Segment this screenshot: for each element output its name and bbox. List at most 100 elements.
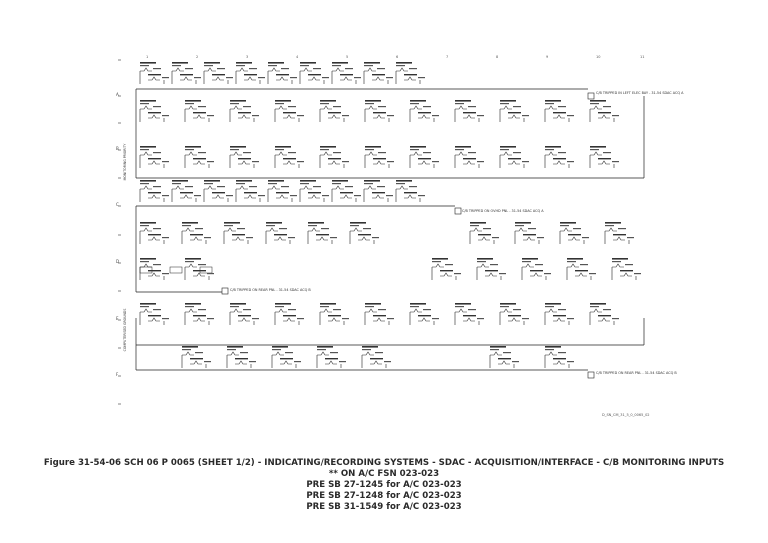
circuit-breaker bbox=[331, 62, 361, 84]
circuit-breaker bbox=[521, 258, 551, 280]
circuit-breaker bbox=[316, 346, 346, 368]
circuit-breaker bbox=[604, 222, 634, 244]
circuit-breaker bbox=[566, 258, 596, 280]
callouts: C/B TRIPPED IN LEFT ELEC BAY - 31-54 SDA… bbox=[230, 91, 684, 375]
figure-caption-title: Figure 31-54-06 SCH 06 P 0065 (SHEET 1/2… bbox=[43, 458, 725, 468]
circuit-breaker bbox=[226, 346, 256, 368]
left-label-bottom: COMPUTERISED GROUNDS bbox=[123, 309, 127, 352]
circuit-breaker bbox=[184, 303, 214, 325]
circuit-breaker bbox=[544, 346, 574, 368]
drawing-reference: D_SN_CM_31_5_0_0065_02 bbox=[602, 413, 650, 417]
circuit-breaker bbox=[544, 146, 574, 168]
circuit-breaker-rows bbox=[139, 62, 641, 368]
column-number: 1 bbox=[146, 55, 148, 59]
circuit-breaker bbox=[267, 180, 297, 202]
callout-label: C/B TRIPPED IN LEFT ELEC BAY - 31-54 SDA… bbox=[596, 91, 684, 95]
circuit-breaker bbox=[274, 100, 304, 122]
circuit-breaker bbox=[361, 346, 391, 368]
circuit-breaker bbox=[489, 346, 519, 368]
circuit-breaker bbox=[139, 100, 169, 122]
circuit-breaker bbox=[223, 222, 253, 244]
circuit-breaker bbox=[611, 258, 641, 280]
circuit-breaker bbox=[203, 62, 233, 84]
figure-caption-sb-1: PRE SB 27-1245 for A/C 023-023 bbox=[306, 480, 462, 490]
column-number: 10 bbox=[596, 55, 600, 59]
row-letter: C bbox=[116, 202, 119, 207]
circuit-breaker bbox=[319, 303, 349, 325]
column-ruler: 1 2 3 4 5 6 7 8 9 10 11 bbox=[146, 55, 644, 59]
circuit-breaker bbox=[589, 146, 619, 168]
circuit-breaker bbox=[171, 180, 201, 202]
column-number: 8 bbox=[496, 55, 498, 59]
circuit-breaker bbox=[235, 180, 265, 202]
circuit-breaker bbox=[181, 222, 211, 244]
circuit-breaker bbox=[307, 222, 337, 244]
circuit-breaker bbox=[454, 100, 484, 122]
circuit-breaker bbox=[139, 146, 169, 168]
circuit-breaker bbox=[171, 62, 201, 84]
circuit-breaker bbox=[363, 180, 393, 202]
row-letter: E bbox=[116, 316, 119, 321]
circuit-breaker bbox=[299, 180, 329, 202]
circuit-breaker bbox=[184, 146, 214, 168]
column-number: 5 bbox=[346, 55, 348, 59]
row-letter: D bbox=[116, 259, 119, 264]
circuit-breaker bbox=[267, 62, 297, 84]
row-letters: A B C D E F bbox=[116, 92, 119, 377]
circuit-breaker bbox=[431, 258, 461, 280]
circuit-breaker bbox=[265, 222, 295, 244]
column-number: 3 bbox=[246, 55, 248, 59]
left-label-top: MONITORING PRIORITY bbox=[123, 144, 127, 181]
circuit-breaker bbox=[469, 222, 499, 244]
circuit-breaker bbox=[589, 303, 619, 325]
circuit-breaker bbox=[319, 100, 349, 122]
wiring bbox=[118, 59, 645, 405]
circuit-breaker bbox=[235, 62, 265, 84]
circuit-breaker bbox=[499, 303, 529, 325]
circuit-breaker bbox=[559, 222, 589, 244]
column-number: 9 bbox=[546, 55, 548, 59]
circuit-breaker bbox=[499, 100, 529, 122]
circuit-breaker bbox=[184, 258, 214, 280]
figure-caption-sb-3: PRE SB 31-1549 for A/C 023-023 bbox=[306, 502, 462, 512]
column-number: 2 bbox=[196, 55, 198, 59]
circuit-breaker bbox=[181, 346, 211, 368]
circuit-breaker bbox=[514, 222, 544, 244]
column-number: 11 bbox=[640, 55, 644, 59]
circuit-breaker bbox=[364, 303, 394, 325]
callout-label: C/B TRIPPED ON REAR PNL - 31-54 SDAC ACQ… bbox=[596, 371, 677, 375]
circuit-breaker bbox=[229, 303, 259, 325]
circuit-breaker bbox=[139, 180, 169, 202]
callout-label: C/B TRIPPED ON REAR PNL - 31-54 SDAC ACQ… bbox=[230, 288, 311, 292]
row-letter: A bbox=[116, 92, 119, 97]
column-number: 4 bbox=[296, 55, 299, 59]
circuit-breaker bbox=[139, 62, 169, 84]
circuit-breaker bbox=[499, 146, 529, 168]
circuit-breaker bbox=[331, 180, 361, 202]
circuit-breaker bbox=[139, 222, 169, 244]
column-number: 6 bbox=[396, 55, 398, 59]
circuit-breaker bbox=[395, 62, 425, 84]
circuit-breaker bbox=[476, 258, 506, 280]
circuit-breaker bbox=[139, 258, 169, 280]
circuit-breaker bbox=[274, 146, 304, 168]
circuit-breaker bbox=[139, 303, 169, 325]
circuit-breaker bbox=[299, 62, 329, 84]
circuit-breaker bbox=[229, 100, 259, 122]
circuit-breaker bbox=[364, 100, 394, 122]
circuit-breaker bbox=[271, 346, 301, 368]
circuit-breaker bbox=[409, 303, 439, 325]
circuit-breaker bbox=[409, 146, 439, 168]
circuit-breaker bbox=[184, 100, 214, 122]
circuit-breaker bbox=[395, 180, 425, 202]
figure-caption-effectivity: ** ON A/C FSN 023-023 bbox=[328, 469, 440, 479]
column-number: 7 bbox=[446, 55, 448, 59]
circuit-breaker bbox=[409, 100, 439, 122]
row-letter: B bbox=[116, 146, 119, 151]
circuit-breaker bbox=[363, 62, 393, 84]
figure-caption-sb-2: PRE SB 27-1248 for A/C 023-023 bbox=[306, 491, 462, 501]
circuit-breaker bbox=[319, 146, 349, 168]
circuit-breaker bbox=[544, 100, 574, 122]
circuit-breaker bbox=[229, 146, 259, 168]
